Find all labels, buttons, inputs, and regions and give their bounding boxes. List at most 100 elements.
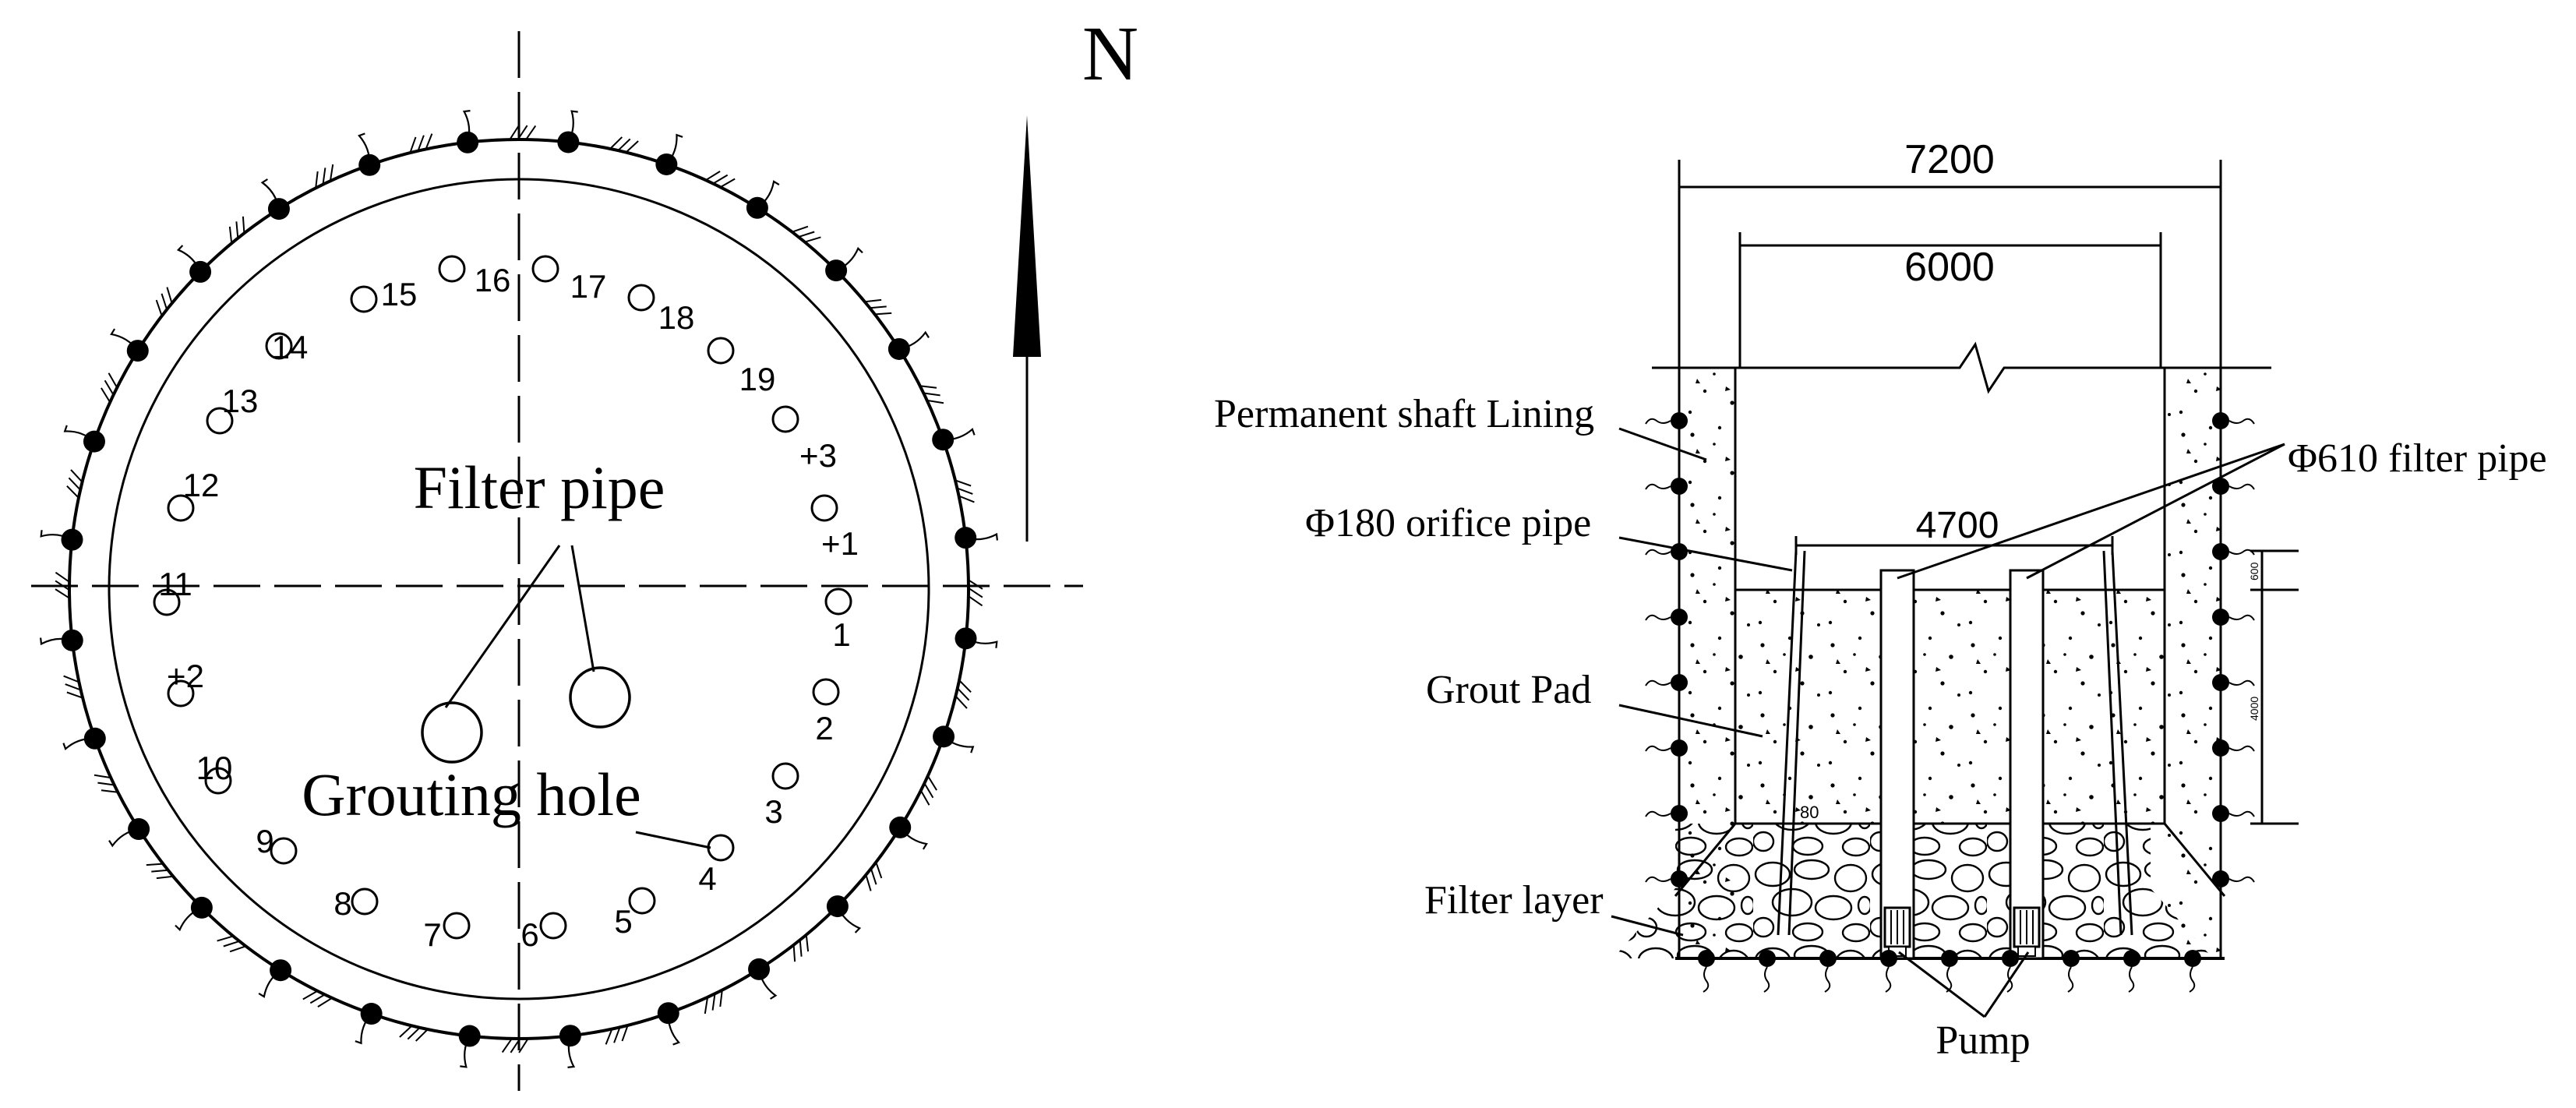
- wall-anchor-rod: [2228, 679, 2255, 686]
- hatch-tick: [613, 1026, 621, 1043]
- grouting-hole-circle: [350, 285, 378, 313]
- grouting-hole-number: 12: [183, 467, 220, 503]
- hatch-tick: [625, 140, 639, 153]
- orifice-pipe-right-b: [2111, 550, 2133, 936]
- floor-anchor-dot: [2184, 950, 2201, 967]
- grouting-hole-number: 19: [739, 361, 776, 397]
- hatch-tick: [517, 125, 528, 140]
- right-lining-wall-fill: [2165, 368, 2221, 958]
- pump-leader-left: [1898, 951, 1985, 1018]
- grouting-hole-leader: [635, 831, 711, 849]
- anchor-rod: [63, 425, 95, 443]
- dim-small-side-label: 4000: [2248, 697, 2260, 721]
- hatch-tick: [804, 236, 821, 243]
- grouting-hole-number: 10: [196, 750, 233, 786]
- wall-anchor-rod: [2228, 483, 2255, 490]
- wall-anchor-dot: [1671, 478, 1688, 495]
- anchor-rod: [943, 428, 976, 441]
- wall-anchor-dot: [1671, 543, 1688, 560]
- grouting-hole-circle: [771, 762, 799, 790]
- hatch-tick: [55, 571, 70, 583]
- hatch-tick: [609, 136, 623, 150]
- hatch-tick: [235, 221, 239, 238]
- anchor-rod: [965, 637, 998, 648]
- grouting-hole-circle: [167, 679, 195, 707]
- hatch-tick: [605, 1029, 613, 1045]
- grout-pad-leader: [1618, 704, 1763, 738]
- floor-anchor-dot: [1698, 950, 1715, 967]
- wall-anchor-rod: [1645, 876, 1671, 883]
- wall-anchor-dot: [1671, 805, 1688, 822]
- floor-anchor-dot: [2002, 950, 2019, 967]
- anchor-rod: [567, 110, 578, 143]
- wall-anchor-rod: [2228, 745, 2255, 752]
- hatch-tick: [957, 687, 970, 701]
- hatch-tick: [146, 863, 164, 866]
- floor-anchor-rod: [1824, 966, 1831, 993]
- hatch-tick: [228, 226, 233, 244]
- pump-leader-right: [1983, 951, 2030, 1018]
- hatch-tick: [409, 136, 417, 153]
- filter-pipe-circle-right: [569, 666, 631, 729]
- dim-small-top-label: 600: [2248, 562, 2260, 580]
- filter-pipe-left: [1879, 569, 1915, 960]
- hatch-tick: [805, 934, 810, 952]
- hatch-tick: [712, 174, 729, 185]
- hatch-tick: [65, 683, 82, 691]
- grouting-hole-circle: [204, 767, 232, 795]
- wall-anchor-rod: [1645, 810, 1671, 817]
- grouting-hole-number: 1: [832, 616, 850, 653]
- anchor-rod: [258, 969, 281, 998]
- grouting-hole-number: 7: [423, 916, 441, 953]
- anchor-rod: [460, 1035, 471, 1068]
- floor-anchor-rod: [1703, 966, 1710, 993]
- ring-anchors: [40, 110, 998, 1068]
- hatch-tick: [94, 774, 111, 779]
- grouting-hole-number: 2: [815, 710, 833, 746]
- hatch-tick: [317, 997, 333, 1007]
- hatch-tick: [315, 171, 319, 189]
- grouting-hole-number: 13: [222, 383, 259, 419]
- hatch-tick: [711, 993, 716, 1011]
- hatch-tick: [322, 168, 326, 185]
- wall-anchor-dot: [2212, 543, 2229, 560]
- dim-pad-label: 4700: [1916, 505, 1999, 546]
- hatch-tick: [501, 1038, 513, 1053]
- floor-anchor-dot: [1759, 950, 1776, 967]
- wall-anchor-dot: [2212, 805, 2229, 822]
- hatch-tick: [101, 387, 111, 403]
- hatch-tick: [415, 1029, 429, 1042]
- wall-anchors: [1645, 412, 2255, 993]
- anchor-dot: [887, 337, 910, 360]
- anchor-rod: [836, 905, 862, 933]
- hatch-tick: [719, 990, 723, 1007]
- anchor-rod: [667, 1013, 680, 1046]
- hatch-tick: [66, 485, 79, 499]
- hatch-tick: [617, 138, 631, 151]
- floor-anchor-rod: [2067, 966, 2074, 993]
- hatch-tick: [510, 1038, 521, 1053]
- hatch-tick: [792, 225, 809, 233]
- orifice-pipe-left-a: [1777, 550, 1798, 936]
- anchor-rod: [835, 246, 863, 272]
- anchor-rod: [899, 827, 928, 850]
- wall-anchor-dot: [2212, 412, 2229, 429]
- hatch-tick: [919, 790, 930, 806]
- anchor-rod: [355, 1013, 372, 1045]
- hatch-tick: [55, 580, 70, 591]
- wall-anchor-rod: [2228, 810, 2255, 817]
- hatch-tick: [955, 479, 972, 487]
- hatch-tick: [525, 125, 537, 140]
- hatch-tick: [955, 695, 968, 709]
- grouting-hole-circle: [270, 837, 298, 865]
- wall-anchor-dot: [2212, 609, 2229, 626]
- hatch-tick: [874, 312, 892, 316]
- grouting-hole-number: 4: [698, 860, 716, 897]
- anchor-rod: [943, 736, 975, 753]
- anchor-dot: [128, 818, 150, 841]
- lining-leader: [1618, 427, 1707, 461]
- wall-anchor-rod: [1645, 483, 1671, 490]
- grouting-hole-number: +1: [821, 525, 859, 562]
